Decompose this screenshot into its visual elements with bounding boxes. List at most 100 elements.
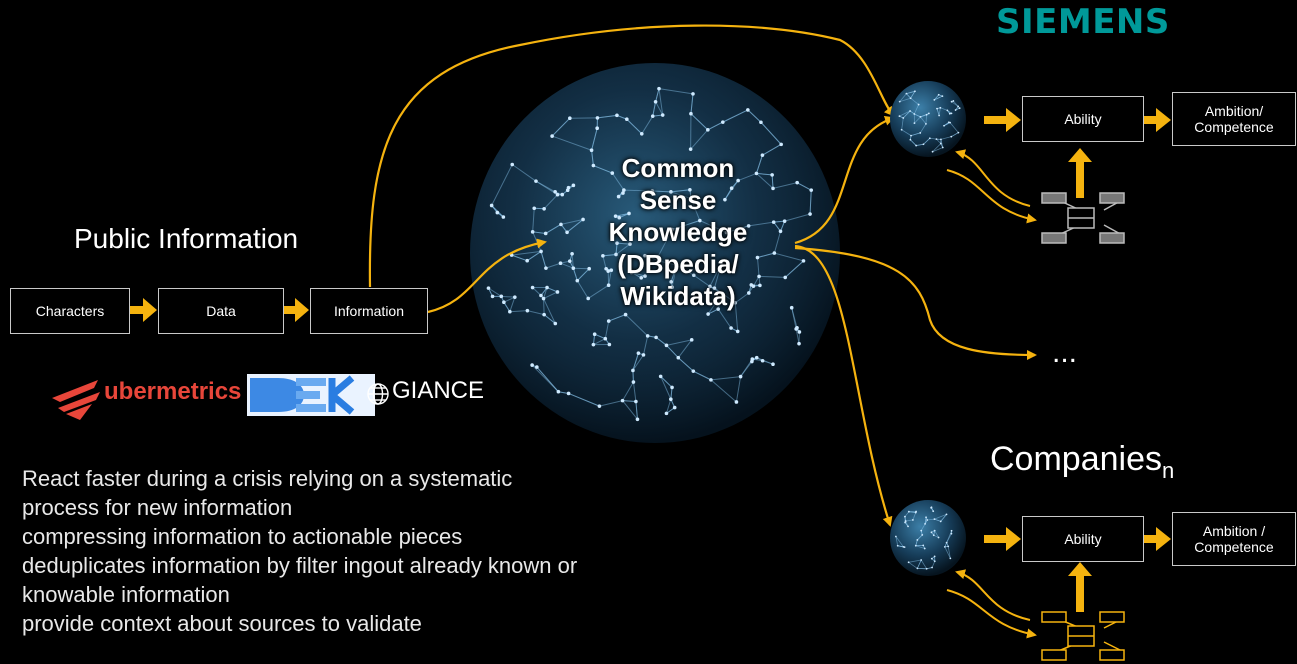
network-edge [737, 172, 757, 182]
network-edge [774, 252, 804, 262]
network-edge [926, 567, 933, 570]
network-node [634, 399, 638, 404]
network-node [712, 286, 717, 290]
network-edge [572, 268, 578, 281]
network-edge [543, 314, 556, 324]
network-edge [934, 518, 941, 522]
network-node [555, 290, 560, 294]
network-node [920, 529, 923, 532]
network-edge [773, 221, 781, 232]
network-edge [724, 187, 733, 200]
network-edge [657, 229, 673, 258]
network-edge [503, 301, 511, 312]
network-node [489, 203, 494, 208]
network-node [571, 266, 576, 271]
info-to-top-company-arrow [368, 24, 895, 288]
network-edge [615, 243, 618, 255]
network-edge [632, 381, 637, 402]
network-edge [623, 189, 653, 192]
network-edge [631, 271, 646, 277]
network-edge [784, 213, 811, 222]
center-line: Wikidata) [620, 281, 736, 311]
data-label: Data [206, 303, 236, 319]
network-node [936, 107, 938, 110]
network-node [907, 525, 909, 528]
benefits-list: React faster during a crisis relying on … [22, 464, 782, 638]
network-node [721, 120, 725, 124]
network-edge [904, 511, 910, 517]
center-line: Knowledge [608, 217, 748, 247]
network-node [601, 254, 605, 258]
network-node [558, 261, 563, 266]
network-node [771, 220, 776, 224]
network-node [657, 259, 662, 263]
network-edge [735, 376, 742, 403]
network-edge [543, 298, 545, 315]
network-edge [670, 265, 678, 283]
benefit-line: deduplicates information by filter ingou… [22, 553, 578, 578]
network-node [565, 230, 569, 235]
network-node [689, 196, 693, 201]
network-node [708, 284, 712, 289]
network-node [919, 132, 922, 134]
network-node [664, 343, 669, 348]
network-node [639, 131, 644, 136]
network-node [550, 134, 554, 138]
globe-to-bottom-arrow [794, 244, 893, 527]
network-edge [895, 536, 904, 548]
network-edge [895, 536, 899, 546]
network-edge [912, 512, 917, 521]
network-edge [809, 190, 812, 215]
network-node [539, 293, 543, 298]
network-edge [635, 401, 638, 420]
network-node [757, 274, 761, 279]
network-edge [920, 523, 926, 531]
network-edge [616, 242, 631, 245]
flow-arrows [368, 24, 1037, 527]
network-edge [690, 198, 701, 221]
network-node [903, 546, 906, 549]
network-node [560, 192, 565, 197]
network-node [931, 566, 933, 569]
network-edge [944, 546, 951, 559]
network-node [950, 135, 953, 138]
network-node [909, 138, 912, 141]
network-edge [773, 220, 785, 223]
network-edge [910, 97, 919, 105]
network-node [933, 98, 936, 101]
network-edge [532, 208, 535, 232]
network-edge [616, 242, 631, 245]
network-edge [931, 561, 936, 568]
network-node [729, 326, 733, 330]
network-edge [707, 121, 724, 131]
network-node [674, 263, 679, 267]
arrow-icon [1068, 148, 1092, 198]
network-edge [901, 129, 912, 136]
network-edge [626, 118, 643, 135]
network-node [930, 531, 933, 534]
network-edge [940, 514, 947, 522]
network-node [937, 93, 940, 96]
network-node [670, 285, 674, 290]
network-edge [591, 150, 594, 166]
network-edge [531, 364, 559, 393]
network-edge [670, 189, 690, 193]
network-edge [511, 250, 542, 256]
network-edge [905, 520, 909, 527]
network-node [620, 398, 625, 403]
network-node [914, 511, 917, 514]
network-node [502, 300, 506, 304]
network-node [567, 259, 572, 263]
network-node [535, 365, 539, 369]
network-node [911, 519, 914, 521]
network-node [917, 103, 920, 106]
network-node [553, 321, 558, 326]
network-node [643, 253, 647, 258]
network-edge [670, 265, 678, 283]
network-node [566, 391, 571, 396]
network-node [542, 312, 546, 317]
network-edge [905, 519, 913, 522]
network-node [622, 188, 626, 192]
arrow-icon [984, 527, 1021, 551]
